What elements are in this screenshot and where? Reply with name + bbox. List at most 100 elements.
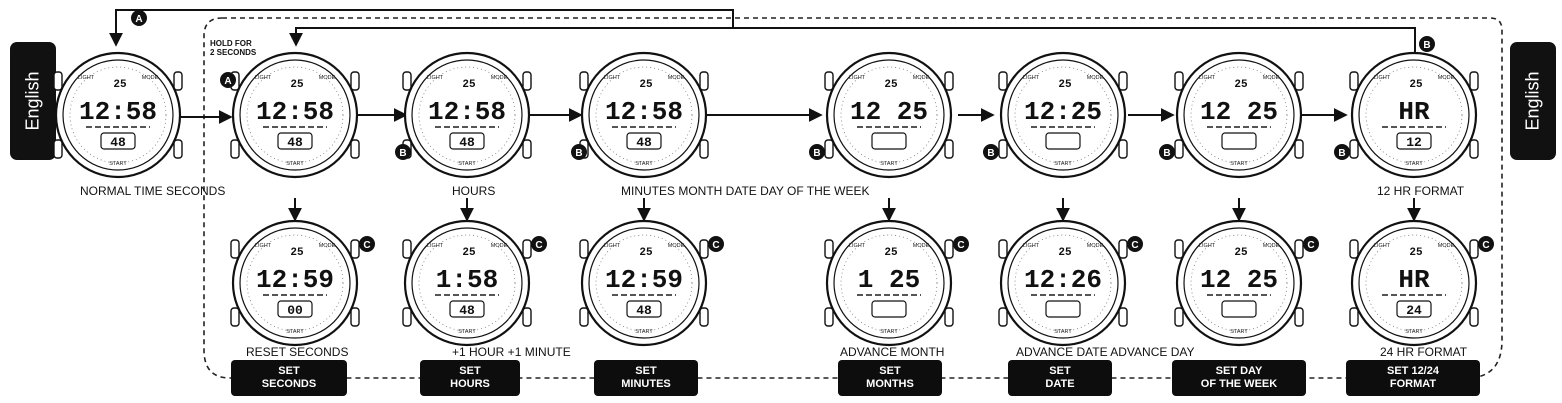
set-hours-line2: HOURS: [450, 378, 490, 390]
watch-side-button: [230, 307, 240, 327]
watch-main-digits: 12 25: [1200, 265, 1278, 295]
caption-advance-month: ADVANCE MONTH: [840, 345, 945, 359]
marker-b-2-circle: [571, 144, 587, 160]
marker-b-3-circle: [809, 144, 825, 160]
set-date-label: SET DATE: [1008, 360, 1112, 396]
watch-dial: [1183, 59, 1295, 171]
marker-b-6-circle: [1334, 144, 1350, 160]
watch-side-button: [1294, 139, 1304, 159]
watch-tick-ring: [246, 66, 344, 164]
set-12-24-format-label: SET 12/24 FORMAT: [1346, 360, 1480, 396]
watch-tick-ring: [840, 66, 938, 164]
watch-side-button: [1294, 71, 1304, 91]
down-arrows: [288, 198, 1421, 222]
set-hours-label: SET HOURS: [420, 360, 520, 396]
watch-date-number: 25: [639, 79, 653, 91]
watch-start-label: START: [458, 329, 476, 335]
watch-dial: [411, 59, 523, 171]
watch-side-button: [1349, 71, 1359, 91]
watch-sub-display: [1396, 300, 1432, 318]
watch-date-number: 25: [639, 247, 653, 259]
watch-light-label: LIGHT: [1023, 75, 1040, 81]
marker-c-2-letter: C: [535, 240, 542, 251]
set-seconds-line1: SET: [278, 365, 300, 377]
watch-sub-display: [1221, 300, 1257, 318]
watch-sub-digits: 48: [110, 135, 126, 150]
watch-side-button: [944, 239, 954, 259]
marker-c-7-letter: C: [1482, 240, 1489, 251]
set-hours-line1: SET: [459, 365, 481, 377]
watch-sub-display: [449, 132, 485, 150]
watch-dial: [588, 227, 700, 339]
watch-tick-ring: [1190, 66, 1288, 164]
watch-mode-label: MODE: [1438, 243, 1455, 249]
watch-main-digits: 12:58: [79, 97, 157, 127]
watch-side-button: [402, 71, 412, 91]
watch-sub-display: [1221, 132, 1257, 150]
marker-c-4-letter: C: [957, 240, 964, 251]
watch-main-digits: 12:58: [605, 97, 683, 127]
watch-sub-display: [871, 132, 907, 150]
watch-dial: [1358, 227, 1470, 339]
marker-a-loop-circle: [131, 10, 147, 26]
watch-tick-ring: [1365, 66, 1463, 164]
marker-b-6-letter: B: [1338, 148, 1345, 159]
marker-b-2: B: [571, 144, 587, 160]
caption-12hr-format: 12 HR FORMAT: [1377, 184, 1465, 198]
watch-side-button: [824, 239, 834, 259]
watch-start-label: START: [1230, 161, 1248, 167]
watch-side-button: [350, 307, 360, 327]
watch-sub-display: [100, 132, 136, 150]
watch-main-digits: 12:25: [1024, 97, 1102, 127]
watch-side-button: [579, 307, 589, 327]
watch-date-number: 25: [113, 79, 127, 91]
watch-dial: [411, 227, 523, 339]
caption-advance-date-day: ADVANCE DATE ADVANCE DAY: [1016, 345, 1195, 359]
watch-start-label: START: [286, 161, 304, 167]
set-months-label: SET MONTHS: [838, 360, 942, 396]
watch-side-button: [1294, 239, 1304, 259]
marker-c-1-letter: C: [363, 240, 370, 251]
watch-side-button: [944, 71, 954, 91]
watch-dial: [62, 59, 174, 171]
watch-start-label: START: [109, 161, 127, 167]
watch-mode-label: MODE: [491, 243, 508, 249]
watch-mode-label: MODE: [142, 75, 159, 81]
watch-tick-ring: [840, 234, 938, 332]
loop-line-a: [115, 9, 734, 42]
watch-side-button: [350, 239, 360, 259]
watch-light-label: LIGHT: [1023, 243, 1040, 249]
watch-mode-label: MODE: [1087, 75, 1104, 81]
watch-side-button: [1294, 307, 1304, 327]
watch-date-number: 25: [462, 79, 476, 91]
hold-note: HOLD FOR 2 SECONDS: [210, 39, 256, 57]
watch-date-number: 25: [290, 247, 304, 259]
marker-c-4: C: [953, 236, 969, 252]
watch-light-label: LIGHT: [78, 75, 95, 81]
watch-date-number: 25: [1058, 79, 1072, 91]
set-minutes-line2: MINUTES: [621, 378, 671, 390]
watch-mode-label: MODE: [1438, 75, 1455, 81]
watch-side-button: [579, 239, 589, 259]
marker-a-hold: A: [220, 72, 236, 88]
watch-side-button: [1349, 139, 1359, 159]
marker-c-2-circle: [531, 236, 547, 252]
watch-mode-label: MODE: [319, 243, 336, 249]
marker-b-4: B: [983, 144, 999, 160]
watch-start-label: START: [1230, 329, 1248, 335]
watch-main-digits: 12 25: [850, 97, 928, 127]
set-minutes-line1: SET: [635, 365, 657, 377]
marker-a-hold-letter: A: [224, 76, 231, 87]
set-date-line2: DATE: [1045, 378, 1075, 390]
watch-main-digits: HR: [1398, 97, 1430, 127]
caption-normal-time: NORMAL TIME SECONDS: [80, 184, 226, 198]
watch-side-button: [699, 139, 709, 159]
watch-sub-display: [277, 132, 313, 150]
watch-dial: [1358, 59, 1470, 171]
watch-side-button: [1174, 139, 1184, 159]
watch-date-number: 25: [1409, 79, 1423, 91]
